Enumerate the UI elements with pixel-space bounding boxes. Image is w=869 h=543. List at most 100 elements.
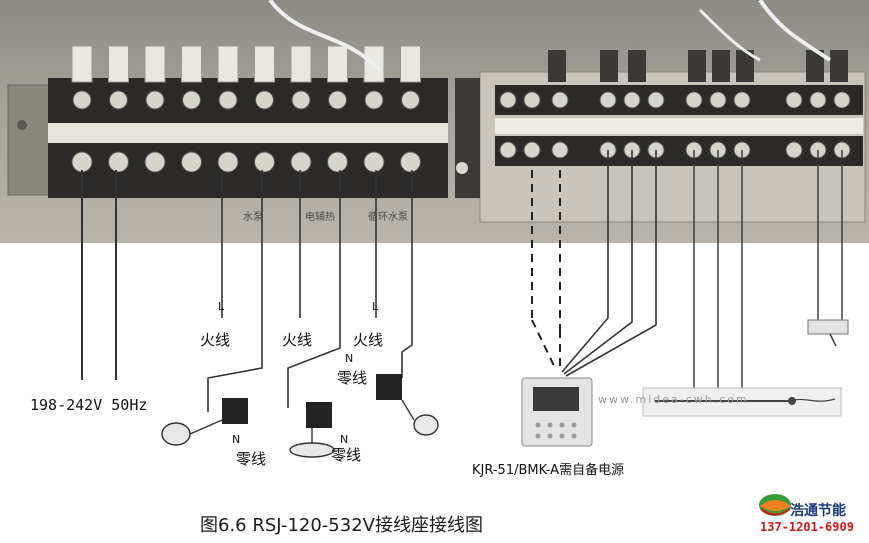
live-label-circulation-l: L xyxy=(372,300,379,313)
power-supply-label: 198-242V 50Hz xyxy=(30,396,148,414)
live-label-pump: 火线 xyxy=(200,331,231,349)
terminal-screw xyxy=(72,90,92,110)
contactor-pump xyxy=(222,398,248,424)
connector-plug xyxy=(144,45,166,83)
heater-neutral-wire xyxy=(287,170,341,408)
terminal-screw xyxy=(623,91,641,109)
temperature-sensor-icon xyxy=(807,319,849,335)
circulation-pump-icon xyxy=(401,399,439,436)
terminal-strip-left xyxy=(48,123,448,143)
terminal-screw xyxy=(217,151,239,173)
connector-plug xyxy=(217,45,239,83)
neutral-n-label-circulation: N xyxy=(345,352,354,365)
terminal-screw xyxy=(599,91,617,109)
terminal-row-right xyxy=(495,85,863,115)
photo-label-electric-heater: 电辅热 xyxy=(305,212,335,223)
terminal-screw xyxy=(364,90,384,110)
live-label-circulation: 火线 xyxy=(353,331,384,349)
terminal-screw xyxy=(551,141,569,159)
heater-element-icon xyxy=(289,428,335,458)
terminal-screw xyxy=(327,151,348,173)
connector-plug xyxy=(400,45,421,83)
terminal-screw xyxy=(182,90,201,110)
terminal-screw xyxy=(255,90,274,110)
pump-motor-icon xyxy=(161,419,223,446)
terminal-screw xyxy=(71,151,93,173)
terminal-screw xyxy=(254,151,275,173)
cable-bundle xyxy=(758,0,832,62)
terminal-screw xyxy=(499,91,517,109)
connector-plug xyxy=(600,50,618,82)
connector-plug xyxy=(108,45,129,83)
watermark-text: www.midea-cwh.com xyxy=(598,393,749,406)
terminal-screw xyxy=(181,151,202,173)
sensor-head xyxy=(788,397,796,405)
figure-caption: 图6.6 RSJ-120-532V接线座接线图 xyxy=(200,515,483,536)
company-phone: 137-1201-6909 xyxy=(760,520,854,534)
terminal-screw xyxy=(145,90,165,110)
live-label-heater: 火线 xyxy=(282,331,313,349)
controller-signal-wire xyxy=(561,150,609,373)
connector-plug xyxy=(290,45,312,83)
connector-plug xyxy=(181,45,202,83)
connector-plug xyxy=(806,50,824,82)
pump-neutral-wire xyxy=(207,170,263,412)
terminal-screw xyxy=(499,141,517,159)
terminal-strip-right xyxy=(495,118,863,134)
neutral-label-pump: 零线 xyxy=(236,450,267,468)
terminal-screw xyxy=(144,151,166,173)
photo-label-pump: 水泵 xyxy=(243,212,263,223)
controller-signal-wire xyxy=(565,150,657,377)
terminal-screw xyxy=(809,91,827,109)
connector-plug xyxy=(688,50,706,82)
terminal-screw xyxy=(290,151,312,173)
connector-plug xyxy=(830,50,848,82)
terminal-screw xyxy=(709,91,727,109)
cable-bundle xyxy=(698,8,761,62)
terminal-screw xyxy=(647,91,665,109)
bracket-screw xyxy=(17,120,27,130)
connector-plug xyxy=(712,50,730,82)
cable-bundle xyxy=(268,0,382,72)
company-logo-icon xyxy=(759,494,791,516)
terminal-screw xyxy=(108,151,129,173)
temperature-sensor-lead xyxy=(829,333,837,347)
terminal-screw xyxy=(785,91,803,109)
circulation-neutral-wire xyxy=(401,170,413,378)
terminal-screw xyxy=(363,151,385,173)
contactor-heater xyxy=(306,402,332,428)
company-name: 浩通节能 xyxy=(790,503,846,519)
connector-plug xyxy=(628,50,646,82)
screw-terminals-left xyxy=(71,90,421,173)
controller-display xyxy=(533,387,579,411)
connector-plug xyxy=(254,45,275,83)
terminal-screw xyxy=(109,90,128,110)
terminal-screw xyxy=(685,91,703,109)
neutral-n-label-heater: N xyxy=(340,433,349,446)
connector-plug xyxy=(71,45,93,83)
neutral-label-heater: 零线 xyxy=(331,446,362,464)
photo-label-circulation-pump: 循环水泵 xyxy=(368,212,408,223)
terminal-screw xyxy=(218,90,238,110)
controller-dashed-wire xyxy=(531,319,557,371)
terminal-screw xyxy=(291,90,311,110)
connector-plug xyxy=(548,50,566,82)
controller-buttons xyxy=(535,422,577,439)
terminal-screw xyxy=(401,90,420,110)
neutral-label-circulation: 零线 xyxy=(337,369,368,387)
connector-plug xyxy=(736,50,754,82)
terminal-screw xyxy=(400,151,421,173)
terminal-row-right-lower xyxy=(495,136,863,166)
bracket-screw xyxy=(456,162,468,174)
contactor-circulation xyxy=(376,374,402,400)
controller-label: KJR-51/BMK-A需自备电源 xyxy=(472,463,625,478)
terminal-screw xyxy=(833,91,851,109)
terminal-screw xyxy=(551,91,569,109)
live-label-pump-l: L xyxy=(218,300,225,313)
controller-signal-wire xyxy=(563,150,633,375)
terminal-screw xyxy=(523,141,541,159)
terminal-screw xyxy=(328,90,347,110)
terminal-screw xyxy=(785,141,803,159)
